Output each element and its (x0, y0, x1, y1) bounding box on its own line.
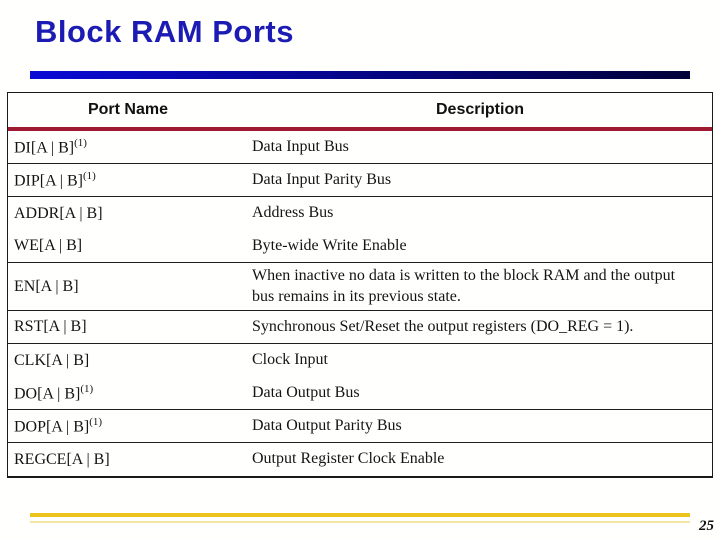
description-cell: Byte-wide Write Enable (252, 236, 407, 254)
port-name-cell: DI[A | B](1) (8, 137, 248, 157)
description-cell: Data Output Parity Bus (252, 416, 402, 434)
table-row: ADDR[A | B] Address Bus (8, 197, 712, 230)
ports-table: Port Name Description DI[A | B](1) Data … (7, 92, 713, 478)
description-cell: Address Bus (252, 204, 334, 222)
port-name-cell: WE[A | B] (8, 237, 248, 255)
port-name-superscript: (1) (89, 415, 103, 428)
port-name-text: ADDR[A | B] (14, 204, 103, 222)
column-header-description: Description (435, 101, 524, 118)
description-cell: Data Output Bus (252, 383, 360, 401)
port-name-cell: ADDR[A | B] (8, 205, 248, 223)
port-name-text: WE[A | B] (14, 237, 83, 254)
table-row: REGCE[A | B] Output Register Clock Enabl… (8, 443, 712, 476)
port-name-cell: DO[A | B](1) (8, 383, 248, 403)
port-name-superscript: (1) (74, 136, 87, 149)
page-title: Block RAM Ports (35, 14, 294, 49)
page-number: 25 (699, 518, 714, 534)
port-name-superscript: (1) (80, 382, 94, 395)
description-cell: Data Input Parity Bus (252, 170, 392, 188)
table-row: DI[A | B](1) Data Input Bus (8, 131, 712, 164)
table-row: DIP[A | B](1) Data Input Parity Bus (8, 164, 712, 197)
port-name-text: DIP[A | B] (14, 172, 83, 190)
port-name-superscript: (1) (82, 169, 96, 182)
table-row: WE[A | B] Byte-wide Write Enable (8, 230, 712, 263)
port-name-text: RST[A | B] (14, 318, 87, 335)
port-name-text: DI[A | B] (14, 139, 75, 157)
port-name-cell: CLK[A | B] (8, 352, 248, 370)
description-cell: Synchronous Set/Reset the output registe… (252, 317, 634, 335)
table-row: RST[A | B] Synchronous Set/Reset the out… (8, 311, 712, 344)
port-name-text: DO[A | B] (14, 385, 81, 403)
table-row: DO[A | B](1) Data Output Bus (8, 377, 712, 410)
port-name-text: CLK[A | B] (14, 351, 90, 369)
table-row: DOP[A | B](1) Data Output Parity Bus (8, 410, 712, 443)
port-name-cell: DOP[A | B](1) (8, 416, 248, 436)
port-name-cell: DIP[A | B](1) (8, 170, 248, 190)
description-cell: Output Register Clock Enable (252, 450, 445, 468)
title-gradient-rule (30, 71, 690, 79)
port-name-text: EN[A | B] (14, 277, 79, 295)
table-header-row: Port Name Description (8, 93, 712, 127)
column-header-port-name: Port Name (87, 101, 169, 118)
description-cell: When inactive no data is written to the … (252, 267, 676, 305)
header-divider-rule (8, 127, 712, 131)
table-body: DI[A | B](1) Data Input Bus DIP[A | B](1… (8, 131, 712, 476)
port-name-text: DOP[A | B] (14, 418, 90, 436)
port-name-text: REGCE[A | B] (14, 450, 110, 468)
footer-gold-rule-secondary (30, 521, 690, 523)
description-cell: Data Input Bus (252, 137, 349, 155)
footer-gold-rule (30, 513, 690, 517)
port-name-cell: RST[A | B] (8, 318, 248, 336)
port-name-cell: REGCE[A | B] (8, 451, 248, 469)
port-name-cell: EN[A | B] (8, 278, 248, 296)
table-row: CLK[A | B] Clock Input (8, 344, 712, 377)
description-cell: Clock Input (252, 351, 328, 369)
table-row: EN[A | B] When inactive no data is writt… (8, 263, 712, 311)
